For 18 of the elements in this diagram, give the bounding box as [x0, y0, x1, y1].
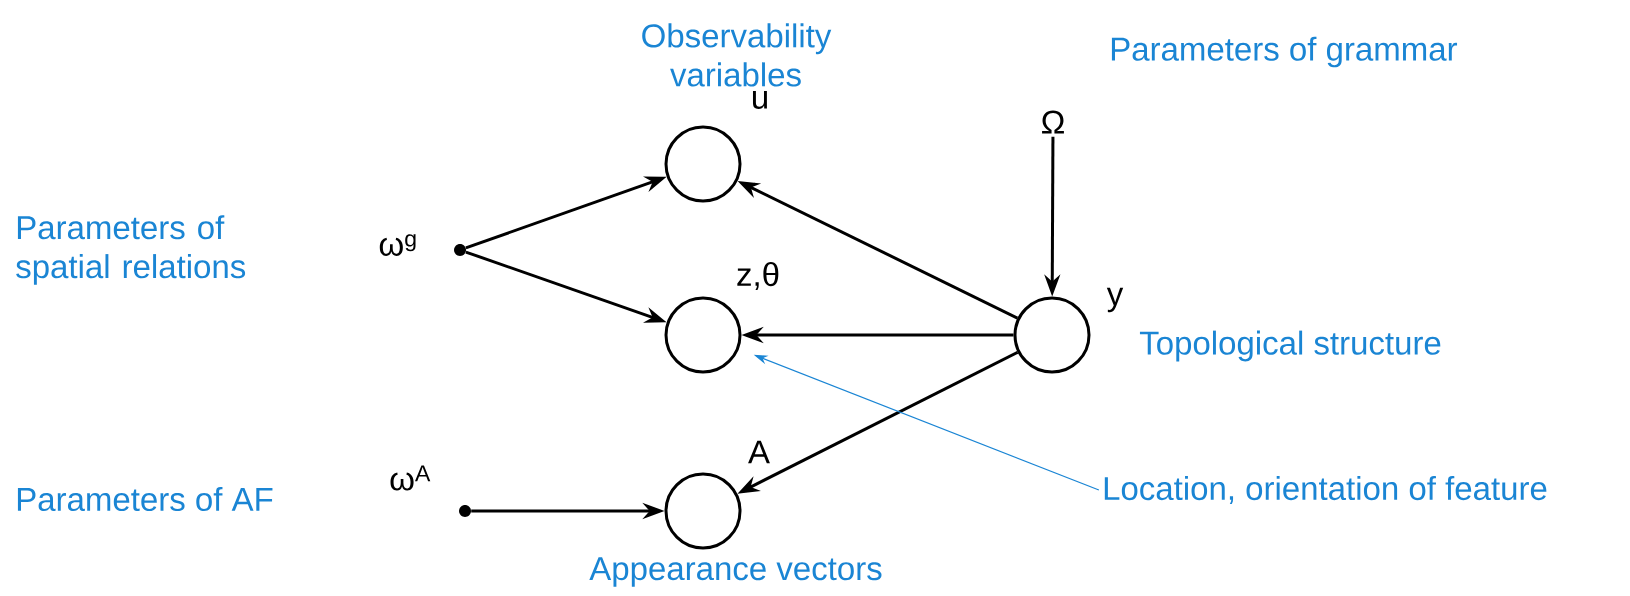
variable-label: u	[753, 91, 767, 109]
variable-label: y	[1106, 287, 1124, 313]
variable-label: ω$^{A}$	[390, 465, 431, 491]
annotation-text: Appearance vectors	[589, 557, 882, 587]
annotation-text: Parameters of AF	[17, 486, 273, 512]
annotation-text: Location, orientation of feature	[1104, 475, 1547, 505]
variable-label: Ω	[1042, 110, 1064, 134]
annotation-text: Topological structure	[1139, 330, 1441, 362]
variable-label: ω$^{g}$	[379, 234, 416, 256]
annotation-text: Observability variables	[642, 23, 832, 87]
circle-node	[664, 296, 742, 374]
circle-node	[1013, 296, 1091, 374]
variable-label: A	[748, 440, 770, 464]
circle-node	[664, 125, 742, 203]
circle-node	[664, 472, 742, 550]
annotation-text: Parameters of grammar	[1111, 36, 1458, 68]
variable-label: z,θ	[737, 261, 779, 291]
annotation-text: Parameters of spatial relations	[16, 215, 246, 285]
